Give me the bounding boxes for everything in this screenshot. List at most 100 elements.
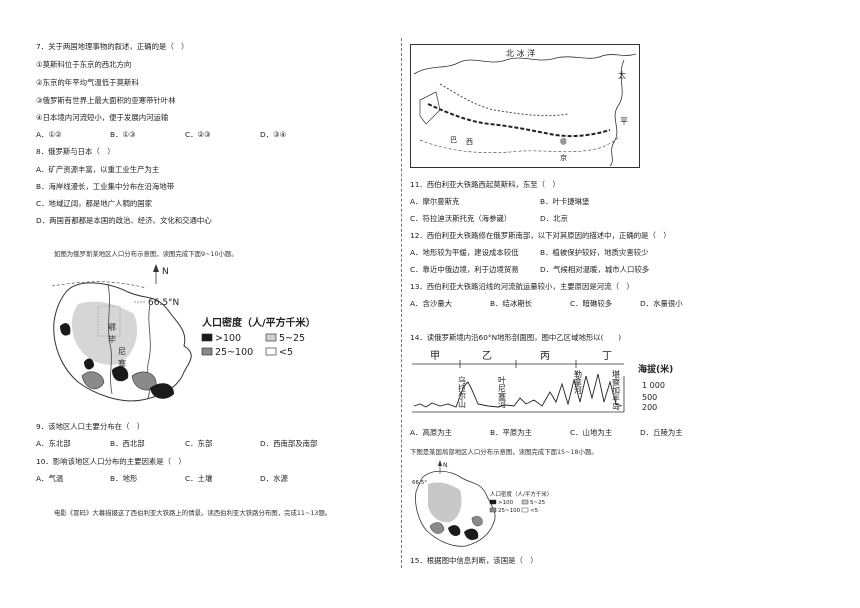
map2-frame [410,44,640,168]
map2-railway [427,103,611,138]
q13-option-b[interactable]: B．结冰期长 [490,299,533,308]
profile-region-jia: 甲 [430,351,440,362]
map3-legend-mid: 25~100 [498,508,521,514]
map2-lake [560,137,567,145]
profile-region-ding: 丁 [602,351,612,362]
q7-statement-2: ②东京的年平均气温低于莫斯科 [36,78,139,87]
map3-dense-2 [448,525,461,536]
q10-option-c[interactable]: C．土壤 [185,474,213,483]
legend-label-low: 5~25 [279,333,305,344]
q8-option-a[interactable]: A．矿产资源丰富，以重工业生产为主 [36,165,160,174]
q9-option-c[interactable]: C．东部 [185,439,213,448]
q11-option-c[interactable]: C．符拉迪沃斯托克（海参崴） [410,214,512,223]
map3-dense-1 [429,522,445,534]
q13-option-d[interactable]: D．水量很小 [640,299,683,308]
map2-label-5: 京 [560,153,567,162]
map1-lowdensity-area [71,301,138,365]
profile-feature-kamchatka: 堪察加半岛 [612,369,621,411]
q7-option-a[interactable]: A．①② [36,130,62,139]
map3-legend-swatch-high [489,499,497,505]
map1-river [107,283,113,395]
map2-label-2: 平 [620,117,628,126]
q12-option-c[interactable]: C．靠近中俄边境，利于边境贸易 [410,265,519,274]
intro-15-18: 下图是某国局部地区人口分布示意图，读图完成下面15~18小题。 [410,448,598,456]
legend-label-mid: 25~100 [215,347,253,358]
q7-stem: 7．关于两国地理事物的叙述，正确的是（ ） [36,42,189,51]
q14-option-d[interactable]: D．丘陵为主 [640,428,683,437]
map1-label-4: 塞 [118,358,126,368]
q14-option-b[interactable]: B．平原为主 [490,428,533,437]
profile-terrain-line [413,373,623,408]
profile-axis-title: 海拔(米) [638,363,673,375]
q8-option-c[interactable]: C．地域辽阔，都是地广人稠的国家 [36,199,153,208]
map2-railway-2 [439,83,569,117]
q13-option-c[interactable]: C．暗礁较多 [570,299,613,308]
q10-stem: 10．影响该地区人口分布的主要因素是（ ） [36,457,186,466]
q7-option-d[interactable]: D．③④ [260,130,287,139]
map1-legend-title: 人口密度（人/平方千米） [202,316,316,329]
map1-label-1: 鄂 [108,323,116,332]
intro-11-13: 电影《冒码》大幕描摄这了西伯利亚大铁路上的情景。读西伯利亚大铁路分布图，完成11… [54,509,332,517]
q11-option-d[interactable]: D．北京 [540,214,568,223]
q7-option-c[interactable]: C．②③ [185,130,211,139]
map2-label-3: 巴 [450,136,457,144]
q7-option-b[interactable]: B．①③ [110,130,136,139]
map3-lowdensity-area [428,482,462,523]
legend-swatch-verylow [265,347,277,356]
map1-lat-label: 66.5°N [148,298,179,308]
map3-legend-verylow: <5 [530,508,539,514]
q9-option-b[interactable]: B．西北部 [110,439,145,448]
q11-stem: 11．西伯利亚大铁路西起莫斯科，东至（ ） [410,180,560,189]
map3-dense-4 [471,516,483,527]
q14-option-c[interactable]: C．山地为主 [570,428,613,437]
legend-swatch-low [265,333,277,342]
map2-label-4: 西 [466,138,473,146]
map1-dense-3 [112,366,129,382]
map2-border [419,135,621,154]
profile-feature-ural: 乌拉尔山 [458,375,467,409]
q9-stem: 9．该地区人口主要分布在（ ） [36,422,145,431]
map1-coast-dash [51,281,147,289]
map3-lat-label: 66.5° [412,480,427,486]
q11-option-b[interactable]: B．叶卡捷琳堡 [540,197,590,206]
map3-legend-swatch-low [521,499,529,505]
legend-swatch-mid [201,347,213,356]
profile-feature-yenisei: 叶尼塞河 [498,376,507,408]
q10-option-b[interactable]: B．地形 [110,474,138,483]
q9-option-d[interactable]: D．西南部及南部 [260,439,318,448]
terrain-profile-60n: 甲 乙 丙 丁 乌拉尔山 叶尼塞河 勒拿河 堪察加半岛 海拔(米) 1 000 … [412,350,673,413]
q10-option-a[interactable]: A．气温 [36,474,64,483]
map1-dense-2 [84,358,94,370]
map2-arctic-coast [413,53,637,75]
q13-option-a[interactable]: A．含沙量大 [410,299,453,308]
legend-swatch-high [201,333,213,342]
siberian-railway-map: 北 冰 洋 太 平 巴 西 京 [410,44,640,168]
q8-option-b[interactable]: B．海岸线漫长，工业集中分布在沿海地带 [36,182,175,191]
profile-tick-500: 500 [642,393,657,402]
map3-dense-3 [464,528,479,540]
map1-label-2: 毕 [108,334,116,344]
map3-legend-low: 5~25 [530,500,546,506]
profile-tick-1000: 1 000 [642,381,665,390]
map1-label-3: 尼 [118,347,126,356]
map1-north-label: N [162,267,169,277]
column-divider [401,38,402,568]
map1-dense-5 [150,383,174,399]
q12-option-d[interactable]: D．气候相对温暖，城市人口较多 [540,265,650,274]
q10-option-d[interactable]: D．水源 [260,474,288,483]
map3-north-label: N [443,462,448,469]
q7-statement-4: ④日本境内河流短小，便于发展内河运输 [36,113,169,122]
legend-label-high: >100 [215,333,241,344]
map2-pacific-coast [609,59,625,167]
map2-label-1: 太 [618,70,626,80]
q12-option-b[interactable]: B．植被保护较好，地质灾害较少 [540,248,649,257]
q11-option-a[interactable]: A．摩尔曼斯克 [410,197,460,206]
q9-option-a[interactable]: A．东北部 [36,439,71,448]
population-map-russia: N 66.5°N 鄂 毕 尼 塞 人口密度（人/平方千米） >100 5~25 … [51,264,316,402]
q14-option-a[interactable]: A．高原为主 [410,428,453,437]
q8-option-d[interactable]: D．两国首都都是本国的政治、经济、文化和交通中心 [36,216,212,225]
map3-legend-high: >100 [498,500,514,506]
q7-statement-3: ③俄罗斯有世界上最大面积的亚寒带针叶林 [36,96,176,105]
q12-option-a[interactable]: A．地形较为平缓，建设成本较低 [410,248,519,257]
profile-region-yi: 乙 [482,350,492,362]
